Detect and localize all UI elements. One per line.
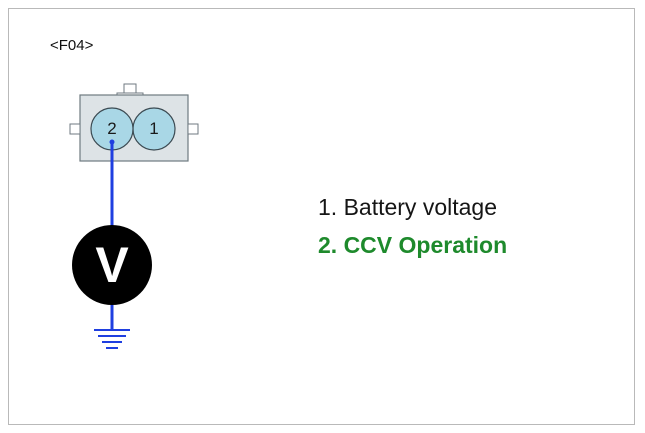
pin-1-label: 1 [149,119,159,138]
ground-symbol [94,329,130,349]
connector-id-label: <F04> [50,37,94,54]
legend-item-2: 2. CCV Operation [318,232,508,258]
voltmeter-label: V [95,237,129,293]
pin-2-label: 2 [107,119,117,138]
connector-tab-left [69,123,81,135]
pin-legend: 1. Battery voltage 2. CCV Operation [318,188,507,264]
voltmeter [72,225,152,305]
connector-tab-right [187,123,199,135]
legend-item-1: 1. Battery voltage [318,194,497,220]
probe-tip [109,139,115,145]
